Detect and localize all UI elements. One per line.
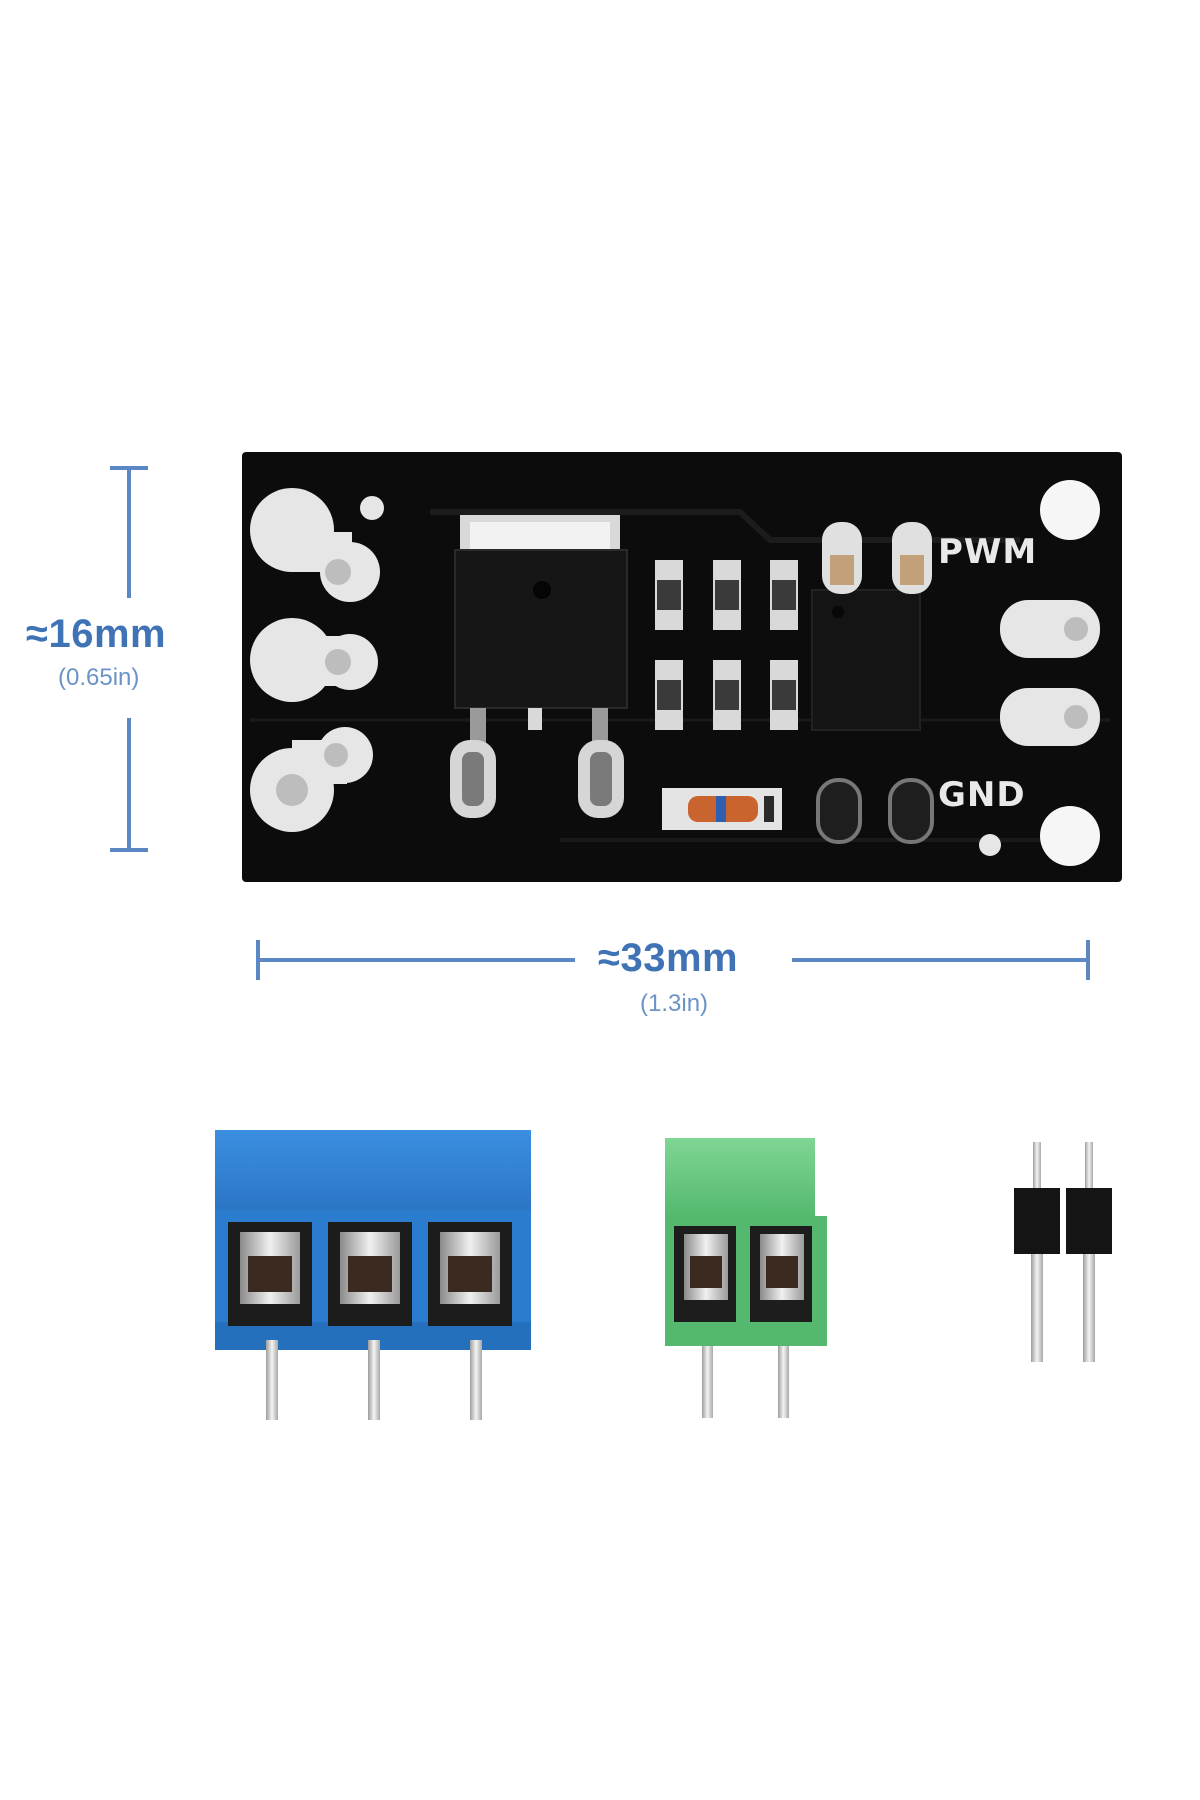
pin-header-2pin xyxy=(1014,1142,1112,1362)
width-dimension-value: ≈33mm xyxy=(598,936,739,980)
gnd-pads xyxy=(816,778,934,844)
mosfet-module-board xyxy=(242,452,1122,882)
diode xyxy=(662,788,782,830)
width-dimension-line xyxy=(256,940,1090,980)
mounting-holes xyxy=(1040,480,1100,866)
smd-resistors xyxy=(655,560,798,730)
width-dimension-imperial: (1.3in) xyxy=(640,990,709,1017)
right-pads xyxy=(1000,600,1100,746)
optocoupler-chip xyxy=(811,589,921,731)
height-dimension-value: ≈16mm xyxy=(26,612,167,656)
left-power-pads xyxy=(250,488,380,832)
gnd-silkscreen-label: GND xyxy=(938,775,1026,815)
height-dimension-imperial: (0.65in) xyxy=(58,664,140,691)
green-screw-terminal-2pin xyxy=(665,1138,827,1418)
height-dimension-line xyxy=(110,466,148,852)
pwm-pads xyxy=(822,522,932,594)
mosfet-chip xyxy=(450,515,628,818)
pwm-silkscreen-label: PWM xyxy=(938,532,1038,572)
blue-screw-terminal-3pin xyxy=(215,1130,531,1420)
